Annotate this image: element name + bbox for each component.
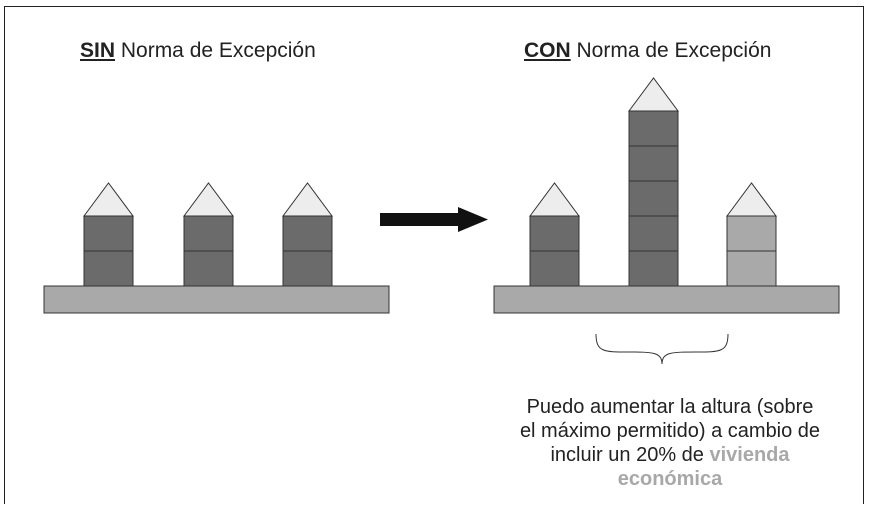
building-roof: [183, 182, 234, 217]
heading-emphasis: SIN: [80, 39, 116, 62]
caption-text: incluir un 20% de: [550, 444, 710, 466]
heading-rest: Norma de Excepción: [570, 39, 772, 62]
caption-line: Puedo aumentar la altura (sobre: [526, 396, 814, 418]
building: [282, 182, 333, 287]
arrow-right-icon: [380, 207, 488, 232]
building-floor: [529, 250, 580, 287]
building-floor: [726, 250, 777, 287]
building-roof: [282, 182, 333, 217]
caption-highlight: económica: [617, 468, 723, 490]
building-floor: [628, 110, 679, 147]
building: [183, 182, 234, 287]
building-floor: [282, 215, 333, 252]
caption-line: incluir un 20% de vivienda: [480, 443, 860, 467]
base-platform: [43, 285, 390, 314]
building-floor: [628, 215, 679, 252]
heading-with-exception: CON Norma de Excepción: [524, 39, 771, 63]
curly-brace-icon: [595, 333, 729, 365]
building: [726, 182, 777, 287]
caption: Puedo aumentar la altura (sobre el máxim…: [480, 395, 860, 491]
heading-without-exception: SIN Norma de Excepción: [80, 39, 316, 63]
building-floor: [628, 250, 679, 287]
building-floor: [628, 180, 679, 217]
building-floor: [726, 215, 777, 252]
building-roof: [726, 182, 777, 217]
building: [628, 77, 679, 287]
caption-line: el máximo permitido) a cambio de: [519, 420, 821, 442]
building-floor: [183, 215, 234, 252]
building-roof: [529, 182, 580, 217]
building: [529, 182, 580, 287]
building-floor: [83, 250, 134, 287]
building-floor: [183, 250, 234, 287]
building-roof: [83, 182, 134, 217]
building-floor: [628, 145, 679, 182]
scenario-with-exception: [493, 77, 840, 314]
figure-frame: [4, 6, 864, 504]
building: [83, 182, 134, 287]
building-floor: [83, 215, 134, 252]
heading-rest: Norma de Excepción: [115, 39, 316, 62]
heading-emphasis: CON: [524, 39, 571, 62]
building-floor: [282, 250, 333, 287]
building-roof: [628, 77, 679, 112]
caption-highlight: vivienda: [709, 444, 790, 466]
base-platform: [493, 285, 840, 314]
scenario-without-exception: [43, 182, 390, 314]
building-floor: [529, 215, 580, 252]
